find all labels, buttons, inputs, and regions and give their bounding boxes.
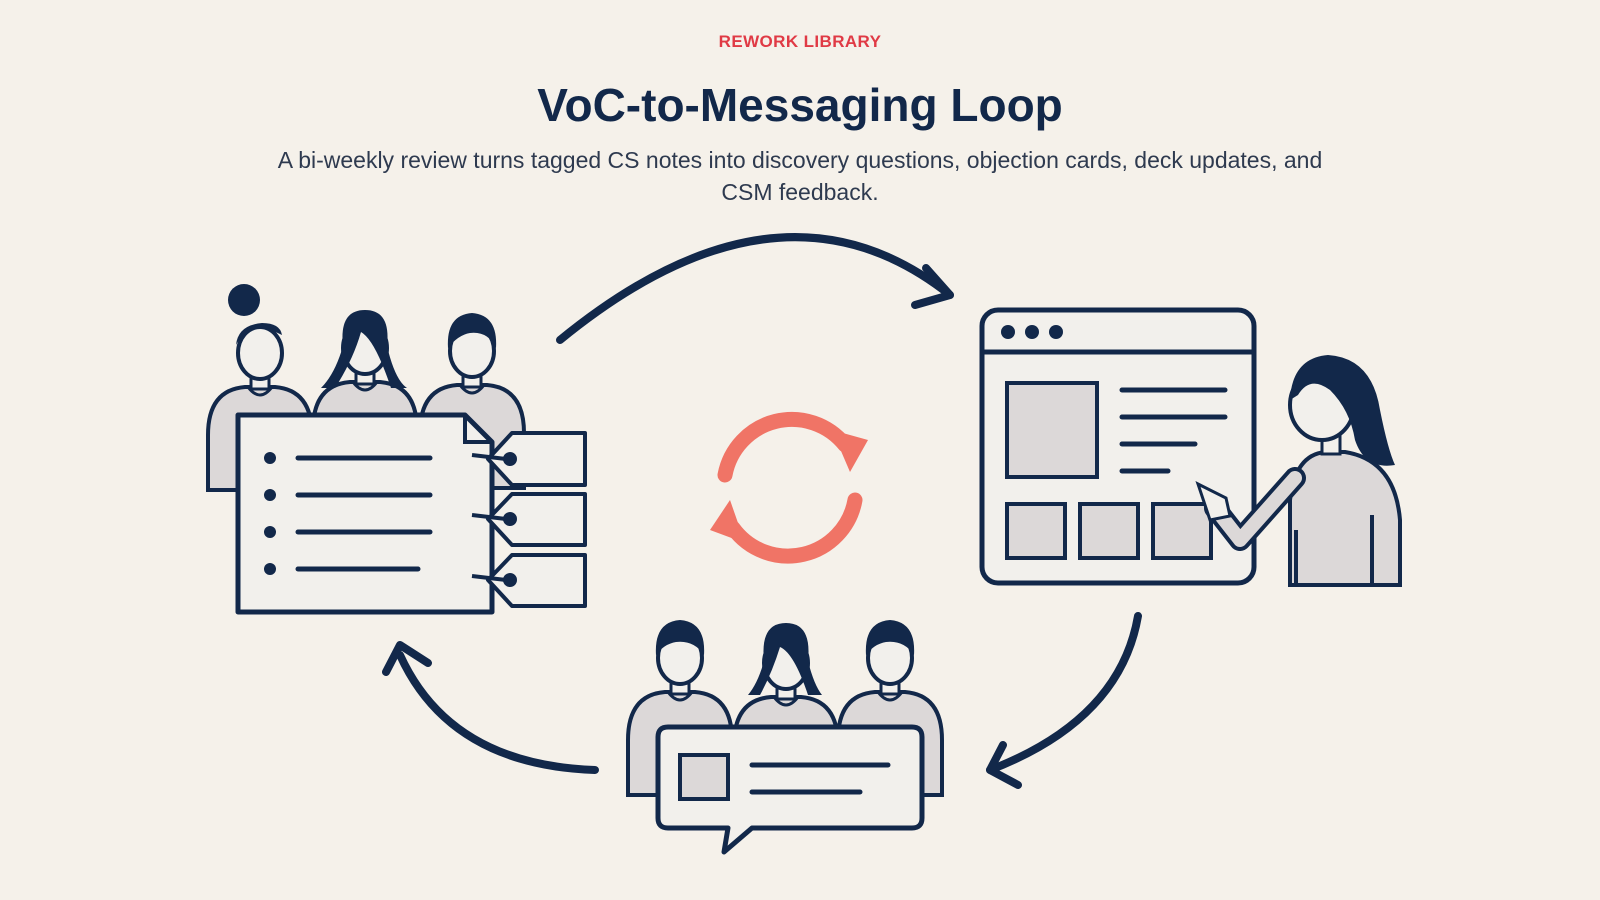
person-left-3 xyxy=(418,313,526,490)
loop-arrow-icon xyxy=(382,233,1142,789)
refresh-cycle-icon xyxy=(710,411,868,564)
page-title: VoC-to-Messaging Loop xyxy=(537,79,1063,131)
presenter-figure xyxy=(1195,355,1402,587)
notes-bullets xyxy=(264,452,276,575)
person-left-1 xyxy=(206,284,314,492)
deck-update-presenter-icon xyxy=(979,307,1402,587)
csm-feedback-team-icon xyxy=(626,620,944,855)
deck-thumbnails xyxy=(1005,502,1213,560)
notes-card xyxy=(235,412,495,615)
arrow-left xyxy=(396,651,599,774)
window-dots xyxy=(1001,325,1063,339)
arrow-top-head xyxy=(911,264,954,309)
arrow-right xyxy=(986,612,1142,774)
feedback-lines xyxy=(749,762,891,795)
arrow-top xyxy=(556,233,954,344)
arrow-left-head xyxy=(382,641,432,676)
deck-lines xyxy=(1119,387,1228,474)
kicker-label: REWORK LIBRARY xyxy=(718,32,882,51)
notes-lines xyxy=(295,455,433,572)
arrow-right-head xyxy=(986,741,1022,789)
person-bottom-3 xyxy=(836,620,944,797)
person-left-2 xyxy=(311,310,419,487)
person-bottom-2 xyxy=(732,623,840,802)
tag-icon xyxy=(471,431,587,608)
person-bottom-1 xyxy=(626,620,734,797)
page-subtitle: A bi-weekly review turns tagged CS notes… xyxy=(277,147,1323,205)
tagged-notes-team-icon xyxy=(206,284,587,615)
